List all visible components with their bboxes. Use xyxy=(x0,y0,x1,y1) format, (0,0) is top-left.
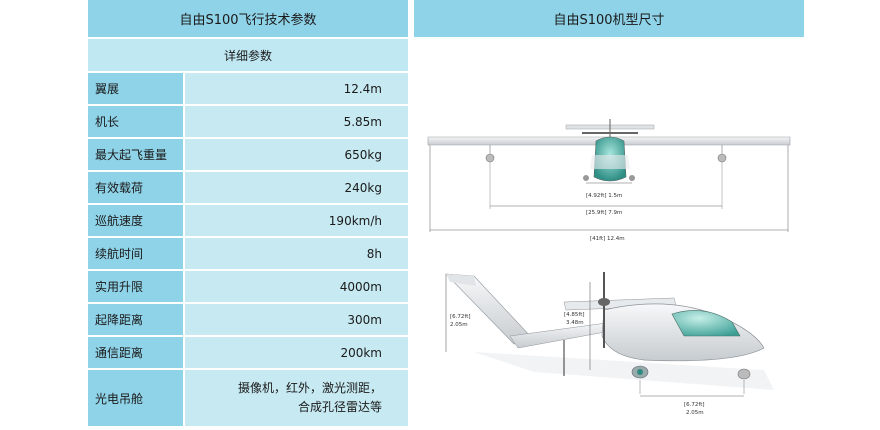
dim-label: [41ft] 12.4m xyxy=(590,236,625,242)
dim-label: [25.9ft] 7.9m xyxy=(586,210,622,216)
spec-row: 机长 5.85m xyxy=(88,106,408,137)
spec-row: 续航时间 8h xyxy=(88,238,408,269)
spec-value-line: 合成孔径雷达等 xyxy=(297,400,382,414)
spec-label: 通信距离 xyxy=(88,337,183,368)
spec-panel: 自由S100飞行技术参数 详细参数 翼展 12.4m 机长 5.85m 最大起飞… xyxy=(88,0,408,430)
float-right xyxy=(717,153,727,163)
spec-row: 最大起飞重量 650kg xyxy=(88,139,408,170)
spec-row: 通信距离 200km xyxy=(88,337,408,368)
spec-row: 翼展 12.4m xyxy=(88,73,408,104)
side-view-drawing: [6.72ft] 2.05m [4.85ft] 3.48m [6.72ft] 2… xyxy=(445,272,774,416)
spec-value: 8h xyxy=(185,238,408,269)
spec-row: 起降距离 300m xyxy=(88,304,408,335)
float-left xyxy=(485,153,495,163)
spec-label: 有效载荷 xyxy=(88,172,183,203)
spec-row: 实用升限 4000m xyxy=(88,271,408,302)
spec-label: 起降距离 xyxy=(88,304,183,335)
spec-label: 最大起飞重量 xyxy=(88,139,183,170)
dim-label: [4.92ft] 1.5m xyxy=(586,193,622,199)
spec-value: 300m xyxy=(185,304,408,335)
spec-title: 自由S100飞行技术参数 xyxy=(88,0,408,37)
spec-value: 240kg xyxy=(185,172,408,203)
dim-label: [6.72ft] xyxy=(450,314,471,320)
dimension-title: 自由S100机型尺寸 xyxy=(414,0,804,37)
dim-label: 3.48m xyxy=(566,320,584,326)
spec-value: 200km xyxy=(185,337,408,368)
spec-value-line: 摄像机，红外，激光测距， xyxy=(237,381,382,395)
spec-value: 4000m xyxy=(185,271,408,302)
spec-row: 光电吊舱 摄像机，红外，激光测距， 合成孔径雷达等 xyxy=(88,370,408,426)
dimension-panel: 自由S100机型尺寸 xyxy=(414,0,804,430)
dim-label: [6.72ft] xyxy=(684,402,705,408)
canopy xyxy=(671,310,741,337)
spec-value: 5.85m xyxy=(185,106,408,137)
spec-label: 实用升限 xyxy=(88,271,183,302)
spec-label: 巡航速度 xyxy=(88,205,183,236)
spec-label: 机长 xyxy=(88,106,183,137)
spec-table: 翼展 12.4m 机长 5.85m 最大起飞重量 650kg 有效载荷 240k… xyxy=(88,73,408,428)
spec-subtitle: 详细参数 xyxy=(88,39,408,71)
spec-label: 续航时间 xyxy=(88,238,183,269)
spec-label: 光电吊舱 xyxy=(88,370,183,426)
spec-value: 12.4m xyxy=(185,73,408,104)
spec-value: 摄像机，红外，激光测距， 合成孔径雷达等 xyxy=(185,370,408,426)
dim-label: 2.05m xyxy=(686,410,704,416)
spec-row: 有效载荷 240kg xyxy=(88,172,408,203)
dim-label: [4.85ft] xyxy=(564,312,585,318)
spec-row: 巡航速度 190km/h xyxy=(88,205,408,236)
dim-label: 2.05m xyxy=(450,322,468,328)
spec-value: 650kg xyxy=(185,139,408,170)
spec-value: 190km/h xyxy=(185,205,408,236)
tail-fin xyxy=(445,273,533,345)
spec-label: 翼展 xyxy=(88,73,183,104)
front-view-drawing: [4.92ft] 1.5m [25.9ft] 7.9m [41ft] 12.4m xyxy=(427,119,791,242)
